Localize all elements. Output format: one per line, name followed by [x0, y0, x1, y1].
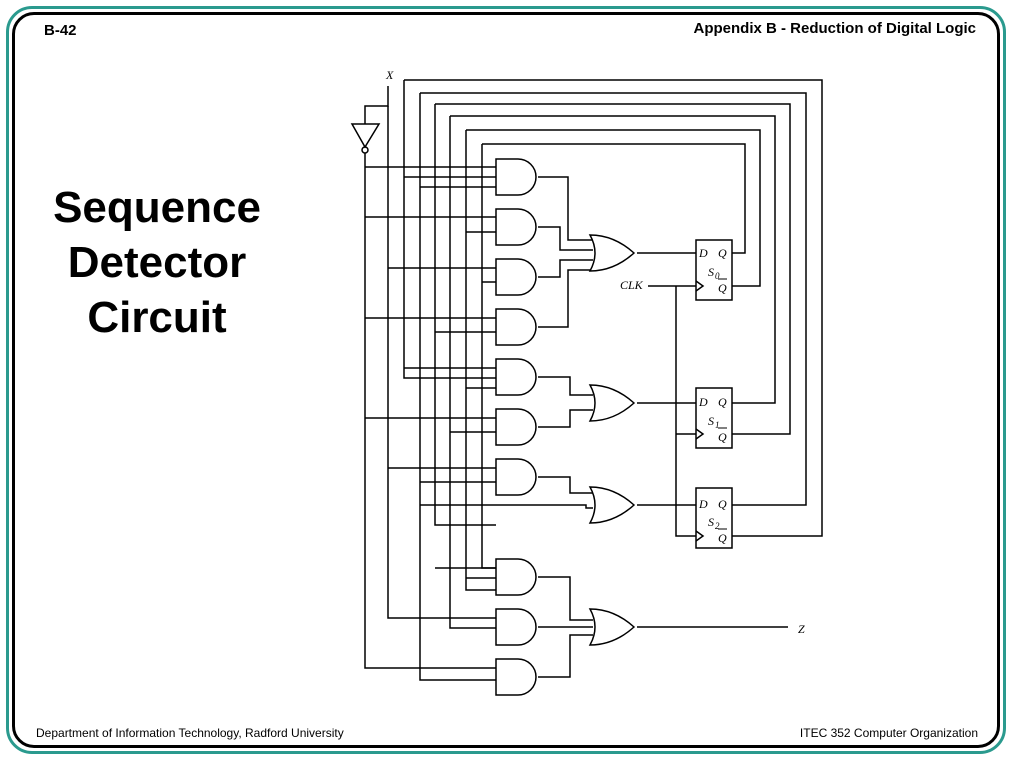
- inverter-gate: [350, 123, 381, 149]
- ff-s2-d-label: D: [698, 497, 708, 511]
- ff-s2-q-label: Q: [718, 497, 727, 511]
- or-gate-s0: [589, 234, 635, 272]
- input-x-label: X: [385, 68, 394, 82]
- slide-outer-border: [6, 6, 1006, 754]
- ff-s1-sub: 1: [715, 420, 720, 430]
- footer-department: Department of Information Technology, Ra…: [36, 726, 344, 740]
- slide-number: B-42: [44, 22, 77, 39]
- ff-s0-sub: 0: [715, 271, 720, 281]
- ff-s1-qbar-label: Q: [718, 430, 727, 444]
- or-gate-s1: [589, 384, 635, 422]
- and-gate-9: [495, 608, 537, 646]
- and-gates: [495, 158, 537, 696]
- or-gate-z: [589, 608, 635, 646]
- or-gate-s2: [589, 486, 635, 524]
- ff-s1-d-label: D: [698, 395, 708, 409]
- and-gate-4: [495, 308, 537, 346]
- footer-course: ITEC 352 Computer Organization: [799, 726, 978, 740]
- ff-s2-sub: 2: [715, 521, 720, 531]
- ff-s2-name: S: [708, 515, 714, 529]
- slide-title-line-1: Sequence: [53, 183, 261, 232]
- or-gates: [589, 234, 635, 646]
- and-gate-6: [495, 408, 537, 446]
- flip-flop-s1: D Q S 1 Q: [695, 387, 733, 449]
- output-z-label: Z: [798, 622, 805, 636]
- ff-s2-qbar-label: Q: [718, 531, 727, 545]
- and-gate-7: [495, 458, 537, 496]
- ff-s0-q-label: Q: [718, 246, 727, 260]
- ff-s0-name: S: [708, 265, 714, 279]
- header-title: Appendix B - Reduction of Digital Logic: [693, 20, 977, 37]
- and-gate-1: [495, 158, 537, 196]
- flip-flop-s2: D Q S 2 Q: [695, 487, 733, 549]
- ff-s0-d-label: D: [698, 246, 708, 260]
- circuit-wires: [361, 79, 823, 681]
- ff-s0-qbar-label: Q: [718, 281, 727, 295]
- ff-s1-name: S: [708, 414, 714, 428]
- and-gate-10: [495, 658, 537, 696]
- slide-inner-border: [12, 12, 1000, 748]
- slide-title: Sequence Detector Circuit: [26, 180, 288, 345]
- flip-flop-s0: D Q S 0 Q: [695, 239, 733, 301]
- and-gate-8: [495, 558, 537, 596]
- slide-title-line-3: Circuit: [87, 293, 227, 342]
- ff-s1-q-label: Q: [718, 395, 727, 409]
- and-gate-2: [495, 208, 537, 246]
- clk-label: CLK: [620, 278, 644, 292]
- slide-title-line-2: Detector: [67, 238, 247, 287]
- and-gate-3: [495, 258, 537, 296]
- and-gate-5: [495, 358, 537, 396]
